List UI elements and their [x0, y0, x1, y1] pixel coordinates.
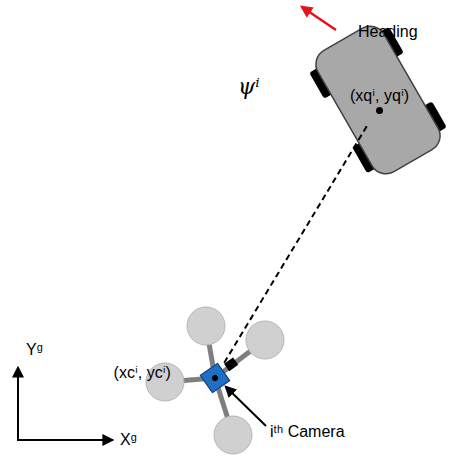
heading-label: Heading: [358, 22, 418, 41]
x-axis: [17, 439, 112, 441]
coordinate-label: (xcⁱ, ycⁱ): [113, 363, 170, 382]
rotor: [187, 307, 225, 345]
center-dot: [211, 374, 219, 382]
center-dot: [376, 107, 383, 114]
leader-line: [226, 387, 266, 426]
car-illustration: [303, 16, 453, 183]
axis-label: Yᵍ: [26, 340, 43, 359]
camera-label: iᵗʰ Camera: [270, 422, 345, 441]
line-of-sight: [224, 126, 367, 362]
vehicle-position: (xqⁱ, yqⁱ): [346, 84, 413, 126]
coordinate-label: (xqⁱ, yqⁱ): [350, 86, 409, 105]
rotor: [246, 321, 284, 359]
y-axis: [17, 368, 19, 440]
axis-label: Xᵍ: [120, 430, 137, 449]
rotor: [214, 416, 252, 454]
heading-arrow: [302, 7, 336, 30]
car-body: [310, 20, 446, 179]
angle-label: ψⁱ: [238, 74, 260, 100]
